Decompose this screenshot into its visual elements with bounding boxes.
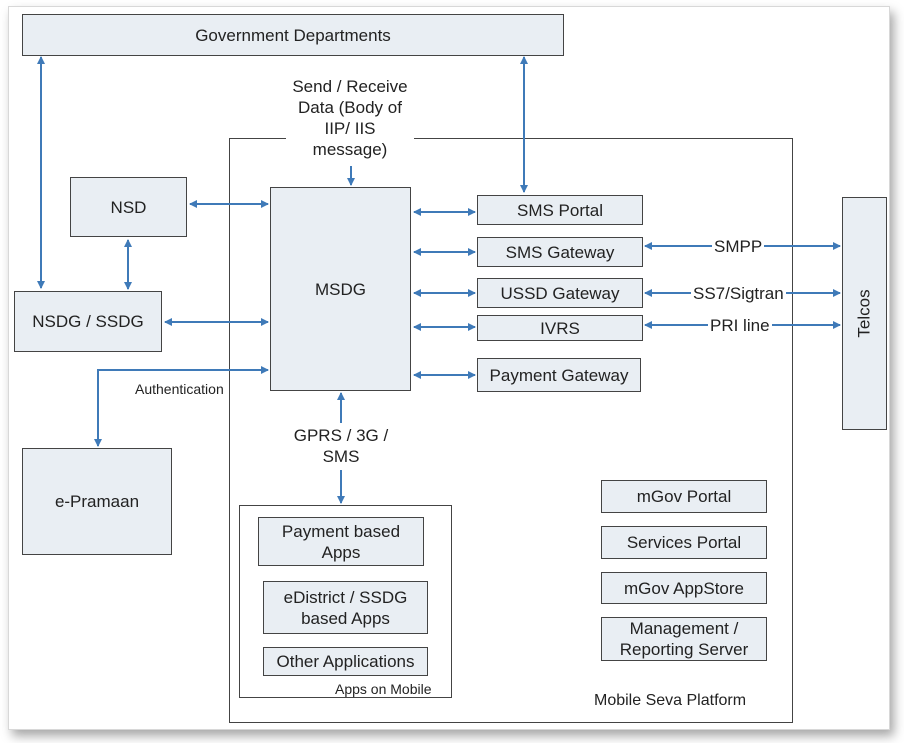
- edistrict-apps-box: eDistrict / SSDG based Apps: [263, 581, 428, 634]
- mgov-portal-box: mGov Portal: [601, 480, 767, 513]
- ss7-label: SS7/Sigtran: [691, 283, 786, 304]
- sms-gateway-box: SMS Gateway: [477, 237, 643, 267]
- services-portal-box: Services Portal: [601, 526, 767, 559]
- mobile-seva-platform-label: Mobile Seva Platform: [594, 692, 747, 709]
- payment-apps-box: Payment based Apps: [258, 517, 424, 566]
- government-departments-box: Government Departments: [22, 14, 564, 56]
- pri-label: PRI line: [708, 315, 772, 336]
- mgov-appstore-box: mGov AppStore: [601, 572, 767, 604]
- gprs-label: GPRS / 3G / SMS: [292, 425, 390, 467]
- send-receive-label: Send / Receive Data (Body of IIP/ IIS me…: [286, 76, 414, 160]
- msdg-box: MSDG: [270, 187, 411, 391]
- payment-gateway-box: Payment Gateway: [477, 358, 641, 392]
- apps-on-mobile-label: Apps on Mobile: [335, 681, 432, 697]
- authentication-label: Authentication: [135, 381, 224, 397]
- sms-portal-box: SMS Portal: [477, 195, 643, 225]
- nsd-box: NSD: [70, 177, 187, 237]
- telcos-label: Telcos: [855, 289, 874, 338]
- e-pramaan-box: e-Pramaan: [22, 448, 172, 555]
- smpp-label: SMPP: [712, 236, 765, 257]
- ivrs-box: IVRS: [477, 315, 643, 341]
- other-applications-box: Other Applications: [263, 647, 428, 676]
- ussd-gateway-box: USSD Gateway: [477, 278, 643, 308]
- nsdg-ssdg-box: NSDG / SSDG: [14, 291, 162, 352]
- telcos-box: Telcos: [842, 197, 887, 430]
- arrow-auth-epramaan: [94, 366, 269, 447]
- management-reporting-server-box: Management / Reporting Server: [601, 617, 767, 661]
